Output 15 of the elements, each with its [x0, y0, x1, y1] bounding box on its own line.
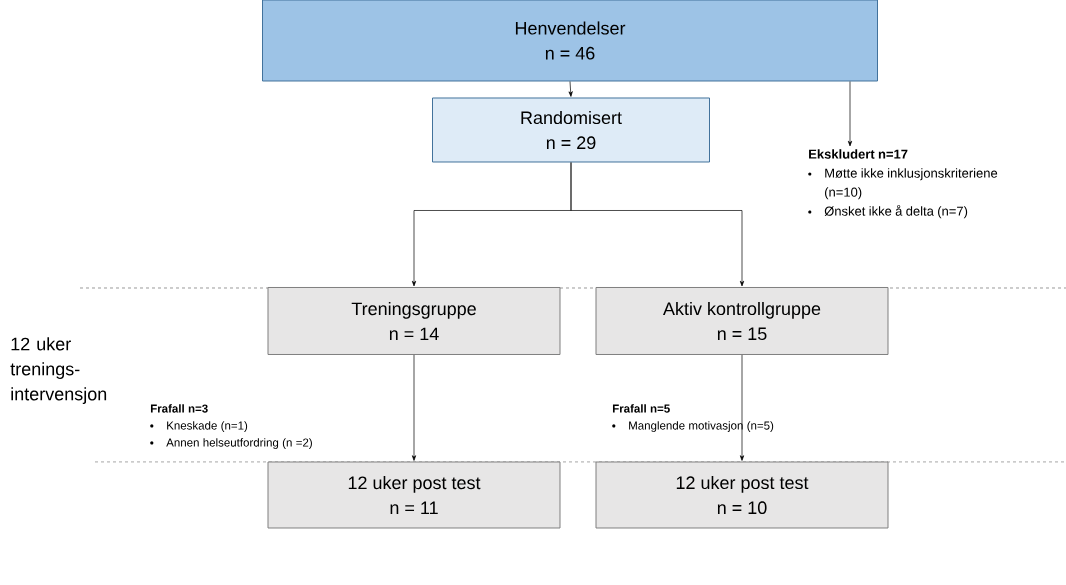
arrow	[411, 354, 417, 461]
process-box: Treningsgruppe n = 14	[267, 287, 561, 355]
exclusion-note: Ekskludert n=17 Møtte ikke inklusjonskriteriene (n=10) Ønsket ikke å delta (n=7)	[808, 149, 998, 219]
side-label: 12 uker trenings-intervensjon	[10, 337, 107, 404]
arrow	[847, 81, 853, 147]
arrow	[568, 81, 573, 97]
dropout-note: Frafall n=3 Kneskade (n=1) Annen helseutfordring (n =2)	[150, 404, 312, 449]
process-box: 12 uker post test n = 10	[595, 461, 889, 529]
dropout-note: Frafall n=5 Manglende motivasjon (n=5)	[612, 404, 774, 432]
process-box: Aktiv kontrollgruppe n = 15	[595, 287, 889, 355]
arrow	[739, 354, 745, 461]
arrow	[570, 162, 745, 287]
process-box: Henvendelser n = 46	[262, 0, 878, 82]
process-box: Randomisert n = 29	[432, 97, 710, 163]
process-box: 12 uker post test n = 11	[267, 461, 561, 529]
